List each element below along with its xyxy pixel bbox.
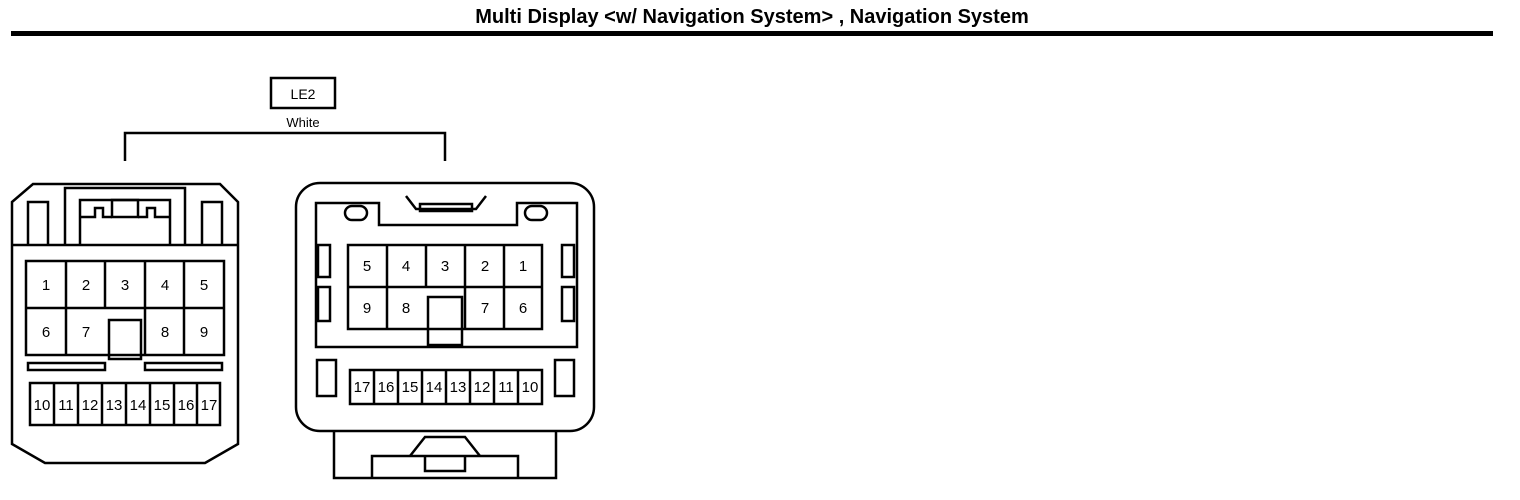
left-pin-6: 6 bbox=[42, 324, 50, 341]
right-pin-13: 13 bbox=[450, 379, 467, 396]
left-pin-16: 16 bbox=[178, 397, 195, 414]
left-pin-12: 12 bbox=[82, 397, 99, 414]
page-title: Multi Display <w/ Navigation System> , N… bbox=[475, 6, 1029, 28]
right-pin-16: 16 bbox=[378, 379, 395, 396]
right-pin-3: 3 bbox=[441, 258, 449, 275]
right-pin-14: 14 bbox=[426, 379, 443, 396]
left-pin-2: 2 bbox=[82, 277, 90, 294]
left-pin-8: 8 bbox=[161, 324, 169, 341]
left-pin-11: 11 bbox=[58, 397, 74, 414]
left-pin-4: 4 bbox=[161, 277, 169, 294]
right-pin-7: 7 bbox=[481, 300, 489, 317]
right-pin-8: 8 bbox=[402, 300, 410, 317]
right-pin-2: 2 bbox=[481, 258, 489, 275]
left-pin-5: 5 bbox=[200, 277, 208, 294]
right-pin-6: 6 bbox=[519, 300, 527, 317]
connector-bracket bbox=[123, 131, 447, 161]
right-pin-12: 12 bbox=[474, 379, 491, 396]
right-pin-1: 1 bbox=[519, 258, 527, 275]
right-pin-15: 15 bbox=[402, 379, 419, 396]
right-pin-10: 10 bbox=[522, 379, 539, 396]
left-pin-10: 10 bbox=[34, 397, 51, 414]
left-pin-3: 3 bbox=[121, 277, 129, 294]
right-pin-4: 4 bbox=[402, 258, 410, 275]
left-pin-13: 13 bbox=[106, 397, 123, 414]
left-pin-17: 17 bbox=[201, 397, 218, 414]
connector-color-label: White bbox=[286, 115, 319, 130]
connector-code-box bbox=[269, 76, 337, 110]
left-pin-15: 15 bbox=[154, 397, 171, 414]
right-pin-17: 17 bbox=[354, 379, 371, 396]
left-pin-14: 14 bbox=[130, 397, 147, 414]
right-pin-9: 9 bbox=[363, 300, 371, 317]
left-pin-7: 7 bbox=[82, 324, 90, 341]
left-pin-1: 1 bbox=[42, 277, 50, 294]
right-pin-5: 5 bbox=[363, 258, 371, 275]
connector-code-label: LE2 bbox=[291, 86, 316, 102]
right-pin-11: 11 bbox=[498, 379, 514, 396]
title-underline bbox=[11, 31, 1493, 36]
right-connector bbox=[294, 181, 596, 480]
left-pin-9: 9 bbox=[200, 324, 208, 341]
left-connector bbox=[10, 182, 240, 465]
